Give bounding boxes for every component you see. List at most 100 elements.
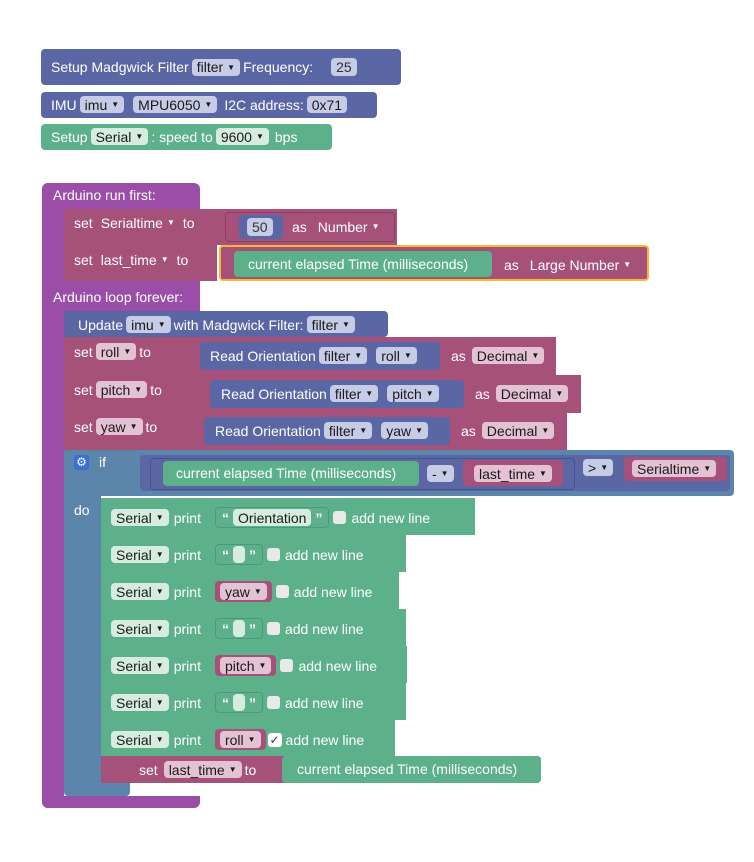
large-number-type-dropdown[interactable]: Large Number▼	[529, 256, 632, 273]
to-label: to	[176, 251, 189, 268]
print-label: print	[173, 657, 201, 674]
gear-icon[interactable]: ⚙	[74, 454, 89, 470]
read-orientation-label: Read Orientation	[210, 347, 316, 364]
newline-label: add new line	[284, 694, 364, 711]
print-port-dropdown[interactable]: Serial▼	[111, 509, 169, 526]
frequency-input[interactable]: 25	[331, 58, 357, 76]
as-label: as	[451, 347, 466, 364]
string-block[interactable]: “”	[214, 544, 263, 565]
final-elapsed-time-block[interactable]	[282, 756, 541, 783]
if-block-bottom	[64, 780, 130, 796]
print-var-dropdown[interactable]: roll▼	[219, 731, 261, 748]
string-input[interactable]	[232, 620, 245, 637]
to-label: to	[182, 214, 195, 231]
quote-close-icon: ”	[248, 694, 256, 711]
serial-port-dropdown[interactable]: Serial▼	[90, 128, 149, 145]
string-input[interactable]	[232, 694, 245, 711]
roll-type-dropdown[interactable]: Decimal▼	[471, 347, 545, 364]
i2c-label: I2C address:	[224, 96, 304, 113]
roll-axis-dropdown[interactable]: roll▼	[376, 347, 417, 364]
if-serialtime-dropdown[interactable]: Serialtime▼	[632, 460, 717, 477]
read-orientation-label: Read Orientation	[215, 422, 321, 439]
imu-label: IMU	[51, 96, 77, 113]
set-label: set	[139, 761, 158, 778]
variable-block[interactable]: roll▼	[214, 729, 266, 750]
program-frame[interactable]	[42, 183, 200, 209]
print-label: print	[173, 546, 201, 563]
run-first-label: Arduino run first:	[53, 187, 156, 203]
baud-dropdown[interactable]: 9600▼	[215, 128, 269, 145]
imu-model-dropdown[interactable]: MPU6050▼	[133, 96, 218, 113]
yaw-filter-dropdown[interactable]: filter▼	[323, 422, 373, 439]
print-var-dropdown[interactable]: pitch▼	[219, 657, 272, 674]
elapsed-time-label: current elapsed Time (milliseconds)	[248, 256, 469, 272]
string-block[interactable]: “”	[214, 692, 263, 713]
pitch-var-dropdown[interactable]: pitch▼	[95, 381, 148, 398]
number-type-dropdown[interactable]: Number▼	[317, 218, 380, 235]
as-label: as	[504, 256, 519, 273]
if-last-time-dropdown[interactable]: last_time▼	[474, 465, 552, 482]
frequency-label: Frequency:	[243, 59, 314, 75]
as-label: as	[292, 218, 307, 235]
pitch-axis-dropdown[interactable]: pitch▼	[387, 385, 439, 402]
madgwick-label: Setup Madgwick Filter	[51, 59, 189, 75]
set-label: set	[74, 214, 93, 231]
update-label: Update	[78, 316, 124, 333]
elapsed-time-block[interactable]	[234, 251, 492, 277]
newline-checkbox[interactable]	[275, 585, 289, 598]
set-label: set	[74, 418, 93, 435]
imu-setup-block[interactable]: IMU imu▼ MPU6050▼ I2C address: 0x71	[41, 92, 377, 118]
imu-name-dropdown[interactable]: imu▼	[79, 96, 125, 113]
yaw-var-dropdown[interactable]: yaw▼	[95, 418, 143, 435]
loop-forever-label: Arduino loop forever:	[53, 289, 183, 305]
bps-label: bps	[274, 128, 298, 145]
to-label: to	[150, 381, 162, 398]
update-filter-dropdown[interactable]: filter▼	[306, 316, 355, 333]
minus-operator-dropdown[interactable]: -▼	[427, 465, 454, 482]
print-port-dropdown[interactable]: Serial▼	[111, 731, 169, 748]
variable-block[interactable]: pitch▼	[214, 655, 277, 676]
quote-open-icon: “	[221, 694, 229, 711]
print-port-dropdown[interactable]: Serial▼	[111, 620, 169, 637]
serialtime-var-dropdown[interactable]: Serialtime▼	[100, 214, 175, 231]
yaw-type-dropdown[interactable]: Decimal▼	[481, 422, 555, 439]
string-block[interactable]: “Orientation”	[214, 507, 330, 528]
newline-checkbox[interactable]	[280, 659, 294, 672]
print-var-dropdown[interactable]: yaw▼	[219, 583, 267, 600]
to-label: to	[139, 343, 151, 360]
i2c-address-field[interactable]: 0x71	[306, 96, 348, 113]
yaw-axis-dropdown[interactable]: yaw▼	[381, 422, 429, 439]
variable-block[interactable]: yaw▼	[214, 581, 272, 602]
elapsed-time-label: current elapsed Time (milliseconds)	[176, 465, 397, 481]
update-imu-dropdown[interactable]: imu▼	[126, 316, 171, 333]
set-last-time-block[interactable]	[64, 245, 217, 281]
print-label: print	[173, 620, 201, 637]
greater-operator-dropdown[interactable]: >▼	[583, 459, 614, 476]
newline-checkbox[interactable]: ✓	[267, 732, 282, 747]
number-input[interactable]: 50	[247, 218, 273, 236]
pitch-filter-dropdown[interactable]: filter▼	[329, 385, 379, 402]
print-port-dropdown[interactable]: Serial▼	[111, 694, 169, 711]
final-last-time-dropdown[interactable]: last_time▼	[163, 761, 242, 778]
last-time-var-dropdown[interactable]: last_time▼	[100, 251, 169, 268]
pitch-type-dropdown[interactable]: Decimal▼	[495, 385, 569, 402]
newline-checkbox[interactable]	[333, 511, 347, 524]
print-label: print	[173, 731, 201, 748]
roll-var-dropdown[interactable]: roll▼	[95, 343, 137, 360]
serial-setup-block[interactable]: Setup Serial▼ : speed to 9600▼ bps	[41, 124, 332, 150]
setup-madgwick-block[interactable]: Setup Madgwick Filter filter▼ Frequency:…	[41, 49, 401, 85]
newline-checkbox[interactable]	[266, 548, 280, 561]
print-label: print	[173, 694, 201, 711]
print-port-dropdown[interactable]: Serial▼	[111, 583, 169, 600]
newline-checkbox[interactable]	[266, 696, 280, 709]
print-port-dropdown[interactable]: Serial▼	[111, 657, 169, 674]
string-block[interactable]: “”	[214, 618, 263, 639]
madgwick-filter-dropdown[interactable]: filter▼	[191, 58, 241, 76]
string-input[interactable]	[232, 546, 245, 563]
print-port-dropdown[interactable]: Serial▼	[111, 546, 169, 563]
newline-checkbox[interactable]	[266, 622, 280, 635]
set-label: set	[74, 251, 93, 268]
string-input[interactable]: Orientation	[232, 509, 312, 526]
if-elapsed-time-block[interactable]	[163, 461, 419, 486]
roll-filter-dropdown[interactable]: filter▼	[318, 347, 368, 364]
